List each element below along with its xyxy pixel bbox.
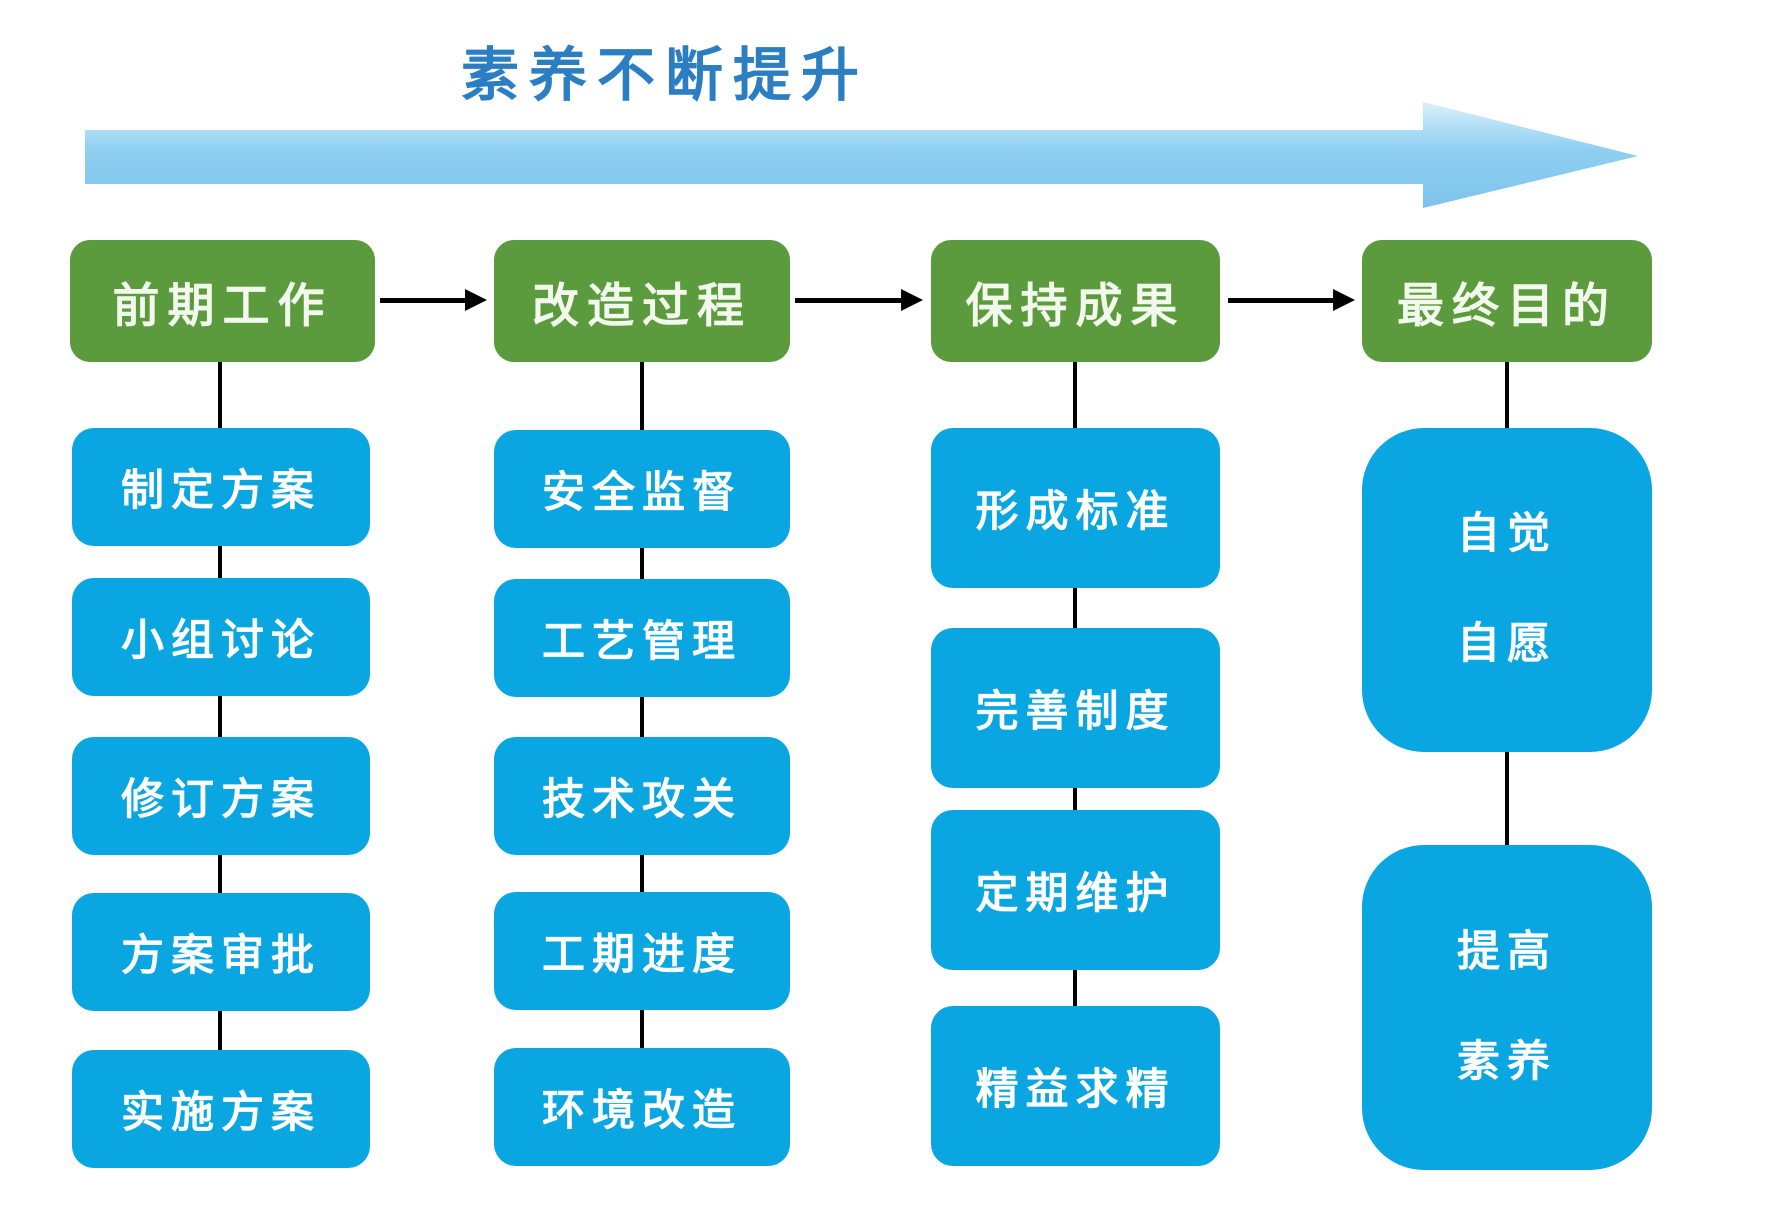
goal-raise-quality: 提高 素养 <box>1362 845 1652 1170</box>
connector-line <box>1505 362 1509 428</box>
page-title: 素养不断提升 <box>460 43 869 108</box>
connector-line <box>1073 968 1077 1006</box>
step-strive-for-excellence: 精益求精 <box>931 1006 1220 1166</box>
step-regular-maintenance: 定期维护 <box>931 810 1220 970</box>
step-form-standards: 形成标准 <box>931 428 1220 588</box>
goal-conscious-voluntary: 自觉 自愿 <box>1362 428 1652 752</box>
connector-line <box>1505 752 1509 845</box>
stage-header-final-goal: 最终目的 <box>1362 240 1652 362</box>
step-environment-improvement: 环境改造 <box>494 1048 790 1166</box>
connector-line <box>640 362 644 430</box>
connector-line <box>218 545 222 578</box>
connector-line <box>218 362 222 428</box>
stage-header-maintain-results: 保持成果 <box>931 240 1220 362</box>
improvement-arrow <box>85 102 1638 208</box>
connector-line <box>640 1010 644 1048</box>
arrow-stage3-to-stage4 <box>1228 289 1355 311</box>
step-technical-breakthrough: 技术攻关 <box>494 737 790 855</box>
connector-line <box>640 855 644 892</box>
step-improve-systems: 完善制度 <box>931 628 1220 788</box>
step-revise-plan: 修订方案 <box>72 737 370 855</box>
arrow-stage2-to-stage3 <box>795 289 923 311</box>
step-safety-supervision: 安全监督 <box>494 430 790 548</box>
connector-line <box>1073 588 1077 628</box>
step-process-management: 工艺管理 <box>494 579 790 697</box>
connector-line <box>1073 362 1077 428</box>
connector-line <box>218 855 222 893</box>
step-schedule-progress: 工期进度 <box>494 892 790 1010</box>
connector-line <box>1073 788 1077 810</box>
connector-line <box>640 548 644 579</box>
step-implement-plan: 实施方案 <box>72 1050 370 1168</box>
arrow-stage1-to-stage2 <box>380 289 487 311</box>
stage-header-transformation-process: 改造过程 <box>494 240 790 362</box>
step-group-discussion: 小组讨论 <box>72 578 370 696</box>
step-plan-approval: 方案审批 <box>72 893 370 1011</box>
connector-line <box>218 696 222 737</box>
stage-header-preliminary-work: 前期工作 <box>70 240 375 362</box>
connector-line <box>218 1011 222 1050</box>
connector-line <box>640 697 644 737</box>
step-formulate-plan: 制定方案 <box>72 428 370 546</box>
